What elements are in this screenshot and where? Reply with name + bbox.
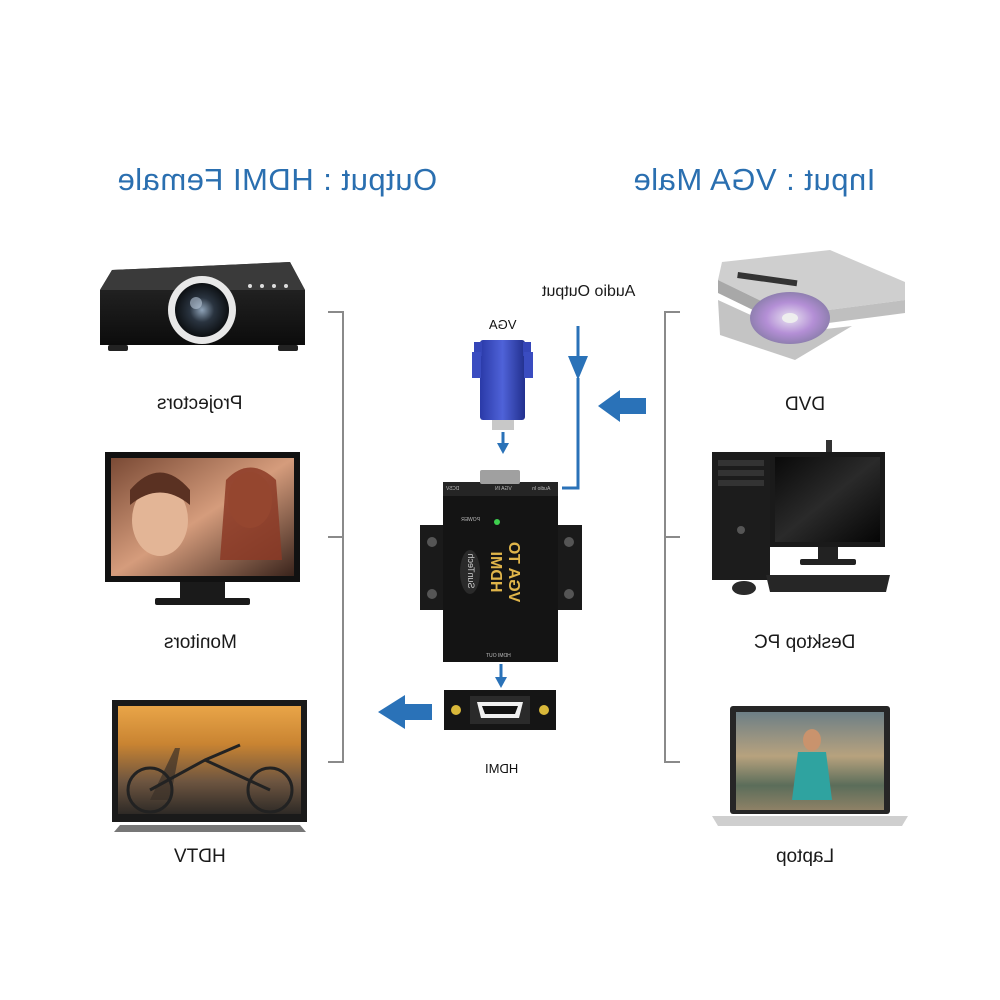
- input-arrow-icon: [598, 390, 646, 422]
- input-bracket: [664, 311, 680, 763]
- dc-label: DC5V: [446, 486, 460, 492]
- power-label: POWER: [461, 517, 480, 523]
- hdmi-port-icon: [444, 690, 556, 730]
- device-label-projectors: Projectors: [157, 393, 243, 414]
- device-label-laptop: Laptop: [775, 846, 835, 867]
- hdtv-icon: [112, 700, 307, 832]
- converter-title: VGA TO HDMI: [487, 541, 522, 603]
- device-label-dvd: DVD: [784, 394, 826, 415]
- hdmi-label: HDMI: [485, 761, 519, 776]
- connection-lines: [562, 326, 588, 490]
- output-arrow-icon: [378, 695, 432, 729]
- dvd-player-icon: [718, 250, 905, 360]
- converter-box: [420, 470, 582, 662]
- device-label-monitors: Monitors: [163, 632, 237, 653]
- projector-icon: [100, 262, 305, 351]
- converter-brand: SunTech: [466, 553, 476, 589]
- desktop-pc-icon: [712, 440, 890, 595]
- vga-connector-icon: [472, 340, 533, 430]
- vga-label: VGA: [489, 317, 517, 332]
- audio-output-label: Audio Output: [542, 283, 636, 300]
- device-label-hdtv: HDTV: [174, 846, 226, 867]
- laptop-icon: [712, 706, 908, 826]
- device-label-desktop-pc: Desktop PC: [754, 632, 856, 653]
- monitor-icon: [105, 452, 300, 605]
- output-bracket: [328, 311, 344, 763]
- hdmi-out-label: HDMI OUT: [486, 653, 511, 659]
- audio-in-label: Audio In: [532, 486, 551, 492]
- vga-in-label: VGA IN: [495, 486, 512, 492]
